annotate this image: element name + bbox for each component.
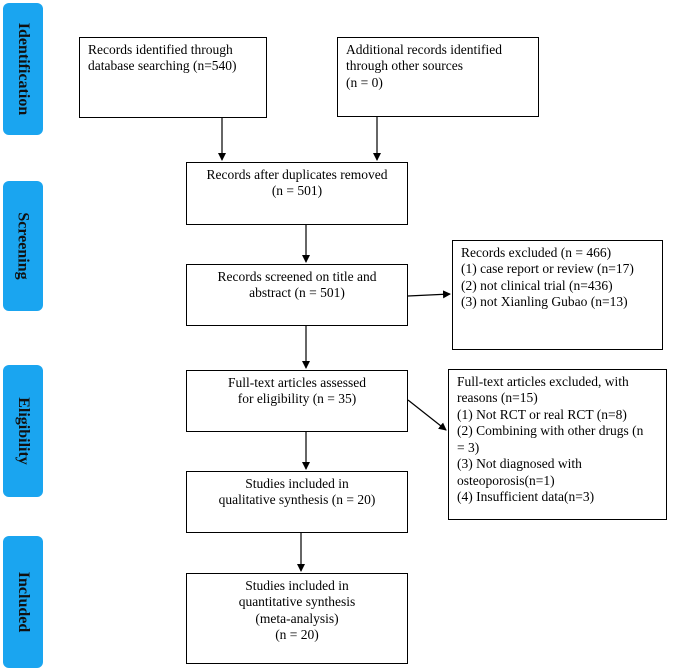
box-screened-line-2: abstract (n = 501): [249, 285, 345, 301]
box-full-text-excluded: Full-text articles excluded, with reason…: [448, 369, 667, 520]
box-full-text-excluded-line-6: (3) Not diagnosed with: [457, 456, 582, 472]
arrow-screened-to-excluded: [407, 290, 451, 299]
box-records-excluded: Records excluded (n = 466) (1) case repo…: [452, 240, 663, 350]
box-after-duplicates-line-1: Records after duplicates removed: [206, 167, 388, 182]
box-quantitative-synthesis-line-2: quantitative synthesis: [238, 594, 356, 610]
stage-identification: Identification: [3, 3, 43, 135]
box-after-duplicates: Records after duplicates removed (n = 50…: [186, 162, 408, 225]
stage-included: Included: [3, 536, 43, 668]
box-other-sources-line-3: (n = 0): [346, 74, 383, 90]
box-full-text-excluded-line-8: (4) Insufficient data(n=3): [457, 489, 595, 505]
box-quantitative-synthesis-line-4: (n = 20): [275, 627, 319, 643]
box-full-text-excluded-line-3: (1) Not RCT or real RCT (n=8): [457, 406, 627, 422]
box-full-text-excluded-line-1: Full-text articles excluded, with: [457, 374, 629, 389]
box-records-excluded-line-3: (2) not clinical trial (n=436): [461, 277, 613, 293]
box-qualitative-synthesis-line-1: Studies included in: [245, 476, 349, 491]
box-full-text-excluded-line-5: = 3): [457, 439, 480, 455]
box-quantitative-synthesis: Studies included in quantitative synthes…: [186, 573, 408, 664]
box-qualitative-synthesis-line-2: qualitative synthesis (n = 20): [218, 492, 376, 508]
box-screened-line-1: Records screened on title and: [217, 269, 377, 284]
arrow-full-text-to-excluded: [407, 399, 447, 431]
box-records-excluded-line-2: (1) case report or review (n=17): [461, 261, 634, 277]
box-quantitative-synthesis-line-1: Studies included in: [245, 578, 349, 593]
box-full-text-assessed-line-1: Full-text articles assessed: [228, 375, 366, 390]
box-full-text-excluded-line-4: (2) Combining with other drugs (n: [457, 423, 644, 439]
box-database-search-line-2: database searching (n=540): [88, 58, 237, 74]
box-full-text-excluded-line-7: osteoporosis(n=1): [457, 472, 555, 488]
box-after-duplicates-line-2: (n = 501): [271, 183, 323, 199]
box-other-sources-line-1: Additional records identified: [346, 42, 502, 57]
stage-eligibility: Eligibility: [3, 365, 43, 497]
box-other-sources: Additional records identified through ot…: [337, 37, 539, 117]
box-full-text-excluded-line-2: reasons (n=15): [457, 390, 538, 406]
box-quantitative-synthesis-line-3: (meta-analysis): [255, 610, 339, 626]
box-records-excluded-line-4: (3) not Xianling Gubao (n=13): [461, 294, 628, 310]
box-other-sources-line-2: through other sources: [346, 58, 463, 74]
box-qualitative-synthesis: Studies included in qualitative synthesi…: [186, 471, 408, 533]
box-full-text-assessed: Full-text articles assessed for eligibil…: [186, 370, 408, 432]
box-database-search-line-1: Records identified through: [88, 42, 233, 57]
box-database-search: Records identified through database sear…: [79, 37, 267, 118]
box-full-text-assessed-line-2: for eligibility (n = 35): [237, 391, 357, 407]
stage-screening: Screening: [3, 181, 43, 311]
box-screened: Records screened on title and abstract (…: [186, 264, 408, 326]
box-records-excluded-line-1: Records excluded (n = 466): [461, 245, 612, 260]
